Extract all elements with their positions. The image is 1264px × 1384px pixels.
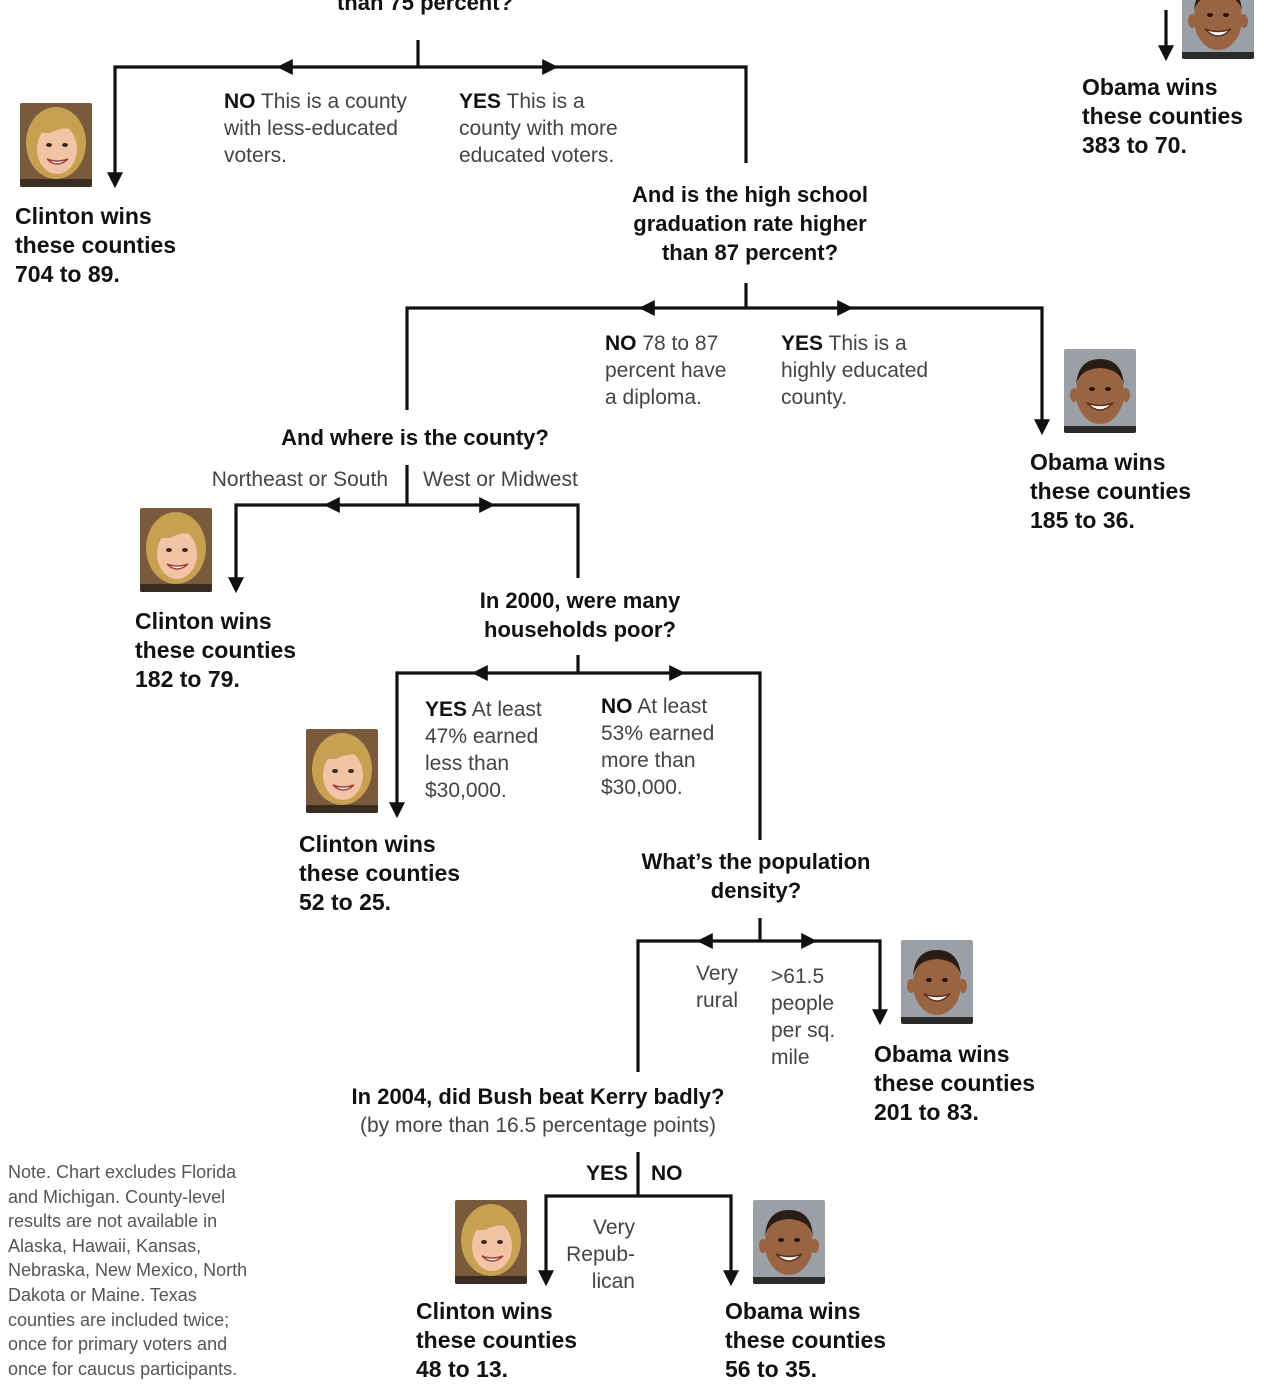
branch-key: NO (224, 90, 256, 113)
question-top-fragment: than 75 percent? (336, 0, 514, 15)
obama-photo-3 (901, 940, 973, 1024)
branch-label-2-yes: YES This is a highly educated county. (781, 330, 928, 411)
branch-label-5-left: Very rural (695, 962, 738, 1012)
question-households-poor: In 2000, were many households poor? (479, 588, 681, 642)
clinton-photo-3 (306, 729, 378, 813)
outcome-clinton-3: Clinton wins these counties 52 to 25. (299, 831, 461, 915)
branch-key: NO (605, 332, 637, 355)
branch-key: YES (781, 332, 824, 355)
outcome-obama-2: Obama wins these counties 185 to 36. (1030, 449, 1192, 533)
outcome-obama-top: Obama wins these counties 383 to 70. (1082, 74, 1244, 158)
branch-label-3-right: West or Midwest (423, 468, 578, 491)
footnote: Note. Chart excludes Florida and Michiga… (8, 1162, 248, 1379)
branch-label-5-right: >61.5 people per sq. mile (771, 965, 836, 1069)
branch-text: This is a highly educated county. (781, 332, 929, 409)
clinton-photo-4 (455, 1200, 527, 1284)
clinton-photo-1 (20, 103, 92, 187)
branch-key: YES (459, 90, 502, 113)
obama-photo-top (1182, 0, 1254, 59)
branch-text: 78 to 87 percent have a diploma. (605, 332, 727, 409)
branch-label-6-no: NO (651, 1160, 683, 1187)
branch-text: At least 53% earned more than $30,000. (601, 695, 715, 799)
question-bush-kerry-subtitle: (by more than 16.5 percentage points) (359, 1114, 717, 1137)
branch-text: This is a county with less-educated vote… (224, 90, 407, 167)
question-high-school: And is the high school graduation rate h… (632, 182, 868, 265)
branch-label-1-yes: YES This is a county with more educated … (459, 88, 618, 169)
branch-label-2-no: NO 78 to 87 percent have a diploma. (605, 330, 726, 411)
question-density: What’s the population density? (641, 849, 871, 903)
obama-photo-2 (1064, 349, 1136, 433)
branch-text: At least 47% earned less than $30,000. (425, 698, 542, 802)
branch-text: This is a county with more educated vote… (459, 90, 618, 167)
clinton-photo-2 (140, 508, 212, 592)
branch-label-1-no: NO This is a county with less-educated v… (224, 88, 407, 169)
branch-label-6-note: Very Repub- lican (566, 1216, 635, 1293)
branch-label-4-no: NO At least 53% earned more than $30,000… (601, 693, 714, 801)
branch-key: NO (601, 695, 633, 718)
branch-label-4-yes: YES At least 47% earned less than $30,00… (425, 696, 542, 804)
outcome-clinton-4: Clinton wins these counties 48 to 13. (416, 1298, 578, 1382)
obama-photo-4 (753, 1200, 825, 1284)
outcome-obama-3: Obama wins these counties 201 to 83. (874, 1041, 1036, 1125)
branch-key: NO (651, 1162, 683, 1185)
outcome-obama-4: Obama wins these counties 56 to 35. (725, 1298, 887, 1382)
branch-label-3-left: Northeast or South (211, 468, 388, 491)
question-region: And where is the county? (281, 425, 549, 450)
outcome-clinton-1: Clinton wins these counties 704 to 89. (15, 203, 177, 287)
branch-key: YES (586, 1162, 629, 1185)
question-bush-kerry: In 2004, did Bush beat Kerry badly? (351, 1084, 725, 1109)
outcome-clinton-2: Clinton wins these counties 182 to 79. (135, 608, 297, 692)
branch-label-6-yes: YES (586, 1160, 628, 1187)
branch-key: YES (425, 698, 468, 721)
